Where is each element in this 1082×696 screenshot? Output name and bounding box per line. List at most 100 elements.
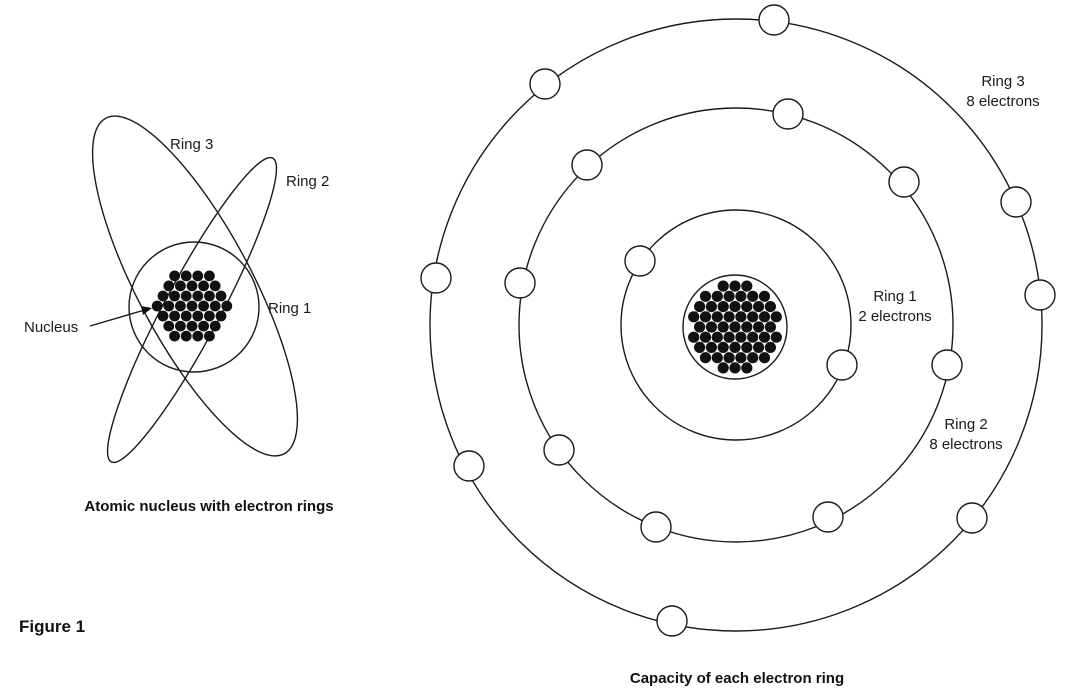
nucleus-particle bbox=[209, 300, 221, 312]
nucleus-particle bbox=[175, 300, 186, 312]
nucleus-particle bbox=[764, 301, 777, 313]
ring3-name-label: Ring 3 bbox=[981, 73, 1024, 90]
right-nucleus bbox=[688, 280, 782, 374]
nucleus-particle bbox=[723, 290, 735, 302]
nucleus-particle bbox=[729, 341, 741, 353]
nucleus-particle bbox=[729, 280, 741, 292]
nucleus-particle bbox=[186, 280, 198, 292]
ring3-electron bbox=[1000, 186, 1032, 218]
ring2-electron bbox=[888, 166, 920, 198]
nucleus-particle bbox=[705, 341, 718, 353]
nucleus-particle bbox=[180, 290, 192, 302]
ring2-electron bbox=[772, 98, 804, 130]
ring2-electron bbox=[571, 149, 603, 181]
nucleus-particle bbox=[694, 341, 706, 353]
ring2-shell bbox=[518, 107, 954, 543]
nucleus-pointer-arrowhead bbox=[141, 306, 152, 315]
ring1-electron bbox=[624, 245, 656, 277]
nucleus-particle bbox=[705, 321, 718, 333]
nucleus-particle bbox=[186, 300, 198, 312]
left-ring2-label: Ring 2 bbox=[286, 173, 329, 190]
ring3-electron bbox=[453, 450, 485, 482]
nucleus-particle bbox=[151, 300, 163, 312]
nucleus-particle bbox=[694, 301, 706, 313]
nucleus-particle bbox=[711, 331, 723, 343]
nucleus-particle bbox=[204, 310, 215, 322]
ring3-electron bbox=[1024, 279, 1056, 311]
ring2-electron bbox=[504, 267, 536, 299]
nucleus-particle bbox=[175, 320, 186, 332]
nucleus-particle bbox=[741, 301, 753, 313]
nucleus-particle bbox=[747, 352, 759, 364]
nucleus-particle bbox=[717, 341, 729, 353]
nucleus-particle bbox=[747, 331, 759, 343]
nucleus-particle bbox=[717, 301, 729, 313]
nucleus-particle bbox=[770, 311, 782, 323]
ring1-name-label: Ring 1 bbox=[873, 288, 916, 305]
nucleus-particle bbox=[729, 362, 741, 374]
right-diagram: Ring 3 8 electrons Ring 1 2 electrons Ri… bbox=[420, 4, 1056, 687]
nucleus-particle bbox=[741, 321, 753, 333]
ring2-electron bbox=[543, 434, 575, 466]
nucleus-particle bbox=[729, 321, 741, 333]
ring3-electron bbox=[656, 605, 688, 637]
ring1-orbit bbox=[128, 241, 260, 373]
right-nucleus-boundary bbox=[682, 274, 788, 380]
nucleus-particle bbox=[204, 290, 215, 302]
nucleus-particle bbox=[717, 280, 729, 292]
ring2-electron bbox=[640, 511, 672, 543]
nucleus-particle bbox=[705, 301, 718, 313]
nucleus-particle bbox=[758, 352, 771, 364]
ring3-shell bbox=[429, 18, 1043, 632]
nucleus-particle bbox=[723, 331, 735, 343]
nucleus-particle bbox=[711, 311, 723, 323]
nucleus-label: Nucleus bbox=[24, 319, 78, 336]
nucleus-particle bbox=[221, 300, 233, 312]
ring1-electron bbox=[826, 349, 858, 381]
nucleus-particle bbox=[741, 362, 753, 374]
nucleus-particle bbox=[688, 311, 700, 323]
nucleus-particle bbox=[723, 311, 735, 323]
nucleus-pointer-line bbox=[89, 308, 149, 327]
nucleus-particle bbox=[209, 320, 221, 332]
nucleus-particle bbox=[198, 300, 210, 312]
nucleus-particle bbox=[688, 331, 700, 343]
nucleus-particle bbox=[175, 280, 186, 292]
nucleus-particle bbox=[192, 290, 204, 302]
nucleus-particle bbox=[169, 290, 181, 302]
ring3-capacity-label: 8 electrons bbox=[966, 93, 1039, 110]
ring3-electron bbox=[758, 4, 790, 36]
nucleus-particle bbox=[764, 321, 777, 333]
ring2-electron bbox=[931, 349, 963, 381]
nucleus-particle bbox=[741, 341, 753, 353]
ring3-electron bbox=[956, 502, 988, 534]
nucleus-particle bbox=[735, 290, 747, 302]
nucleus-particle bbox=[747, 311, 759, 323]
nucleus-particle bbox=[204, 270, 215, 282]
nucleus-particle bbox=[711, 352, 723, 364]
nucleus-particle bbox=[717, 362, 729, 374]
nucleus-particle bbox=[180, 310, 192, 322]
nucleus-particle bbox=[209, 280, 221, 292]
nucleus-particle bbox=[694, 321, 706, 333]
nucleus-particle bbox=[735, 331, 747, 343]
nucleus-particle bbox=[729, 301, 741, 313]
ring1-shell bbox=[620, 209, 852, 441]
ring3-electron bbox=[529, 68, 561, 100]
figure-label: Figure 1 bbox=[19, 617, 85, 636]
nucleus-particle bbox=[163, 320, 175, 332]
nucleus-particle bbox=[163, 280, 175, 292]
nucleus-particle bbox=[711, 290, 723, 302]
nucleus-particle bbox=[157, 310, 169, 322]
nucleus-particle bbox=[169, 310, 181, 322]
nucleus-particle bbox=[186, 320, 198, 332]
nucleus-particle bbox=[735, 352, 747, 364]
nucleus-particle bbox=[699, 311, 712, 323]
nucleus-particle bbox=[753, 321, 765, 333]
nucleus-particle bbox=[192, 330, 204, 342]
ring3-electron bbox=[420, 262, 452, 294]
nucleus-particle bbox=[204, 330, 215, 342]
ring1-capacity-label: 2 electrons bbox=[858, 308, 931, 325]
nucleus-particle bbox=[758, 311, 771, 323]
